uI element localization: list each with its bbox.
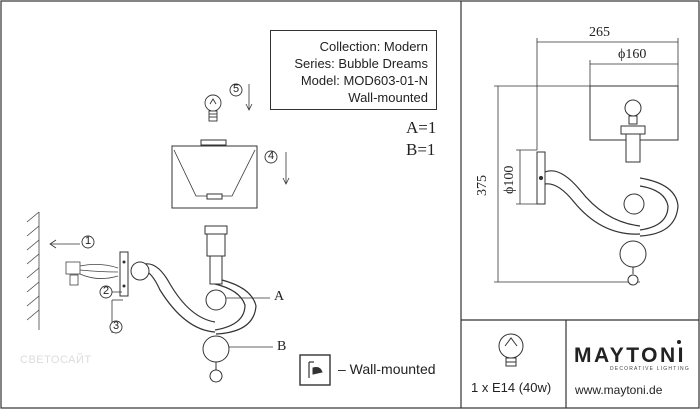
quantity-a: A=1 [406,118,437,137]
quantity-b: B=1 [406,140,436,159]
series-label: Series: Bubble Dreams [294,56,428,71]
step-1: 1 [85,235,92,247]
dim-plate-diameter: ϕ100 [502,165,517,194]
bulb-spec-icon [498,333,524,367]
dim-height: 375 [475,175,490,196]
dimension-lines [494,38,679,283]
part-b-label: B [277,339,287,354]
brand-tagline: DECORATIVE LIGHTING [610,366,690,372]
step-5: 5 [233,83,240,95]
mount-label: Wall-mounted [348,90,428,105]
step-3: 3 [113,320,120,332]
wall-hatch [26,211,40,330]
step-4: 4 [268,150,275,162]
arm-exploded [130,225,257,383]
model-label: Model: MOD603-01-N [300,73,428,88]
step-2: 2 [103,285,110,297]
collection-label: Collection: Modern [319,39,428,54]
bulb-exploded [204,94,222,122]
watermark: СВЕТОСАЙТ [20,354,92,366]
dim-width: 265 [589,25,610,40]
wall-mount-legend-icon [299,354,331,386]
shade-exploded [171,139,258,209]
website: www.maytoni.de [575,383,663,397]
legend-text: – Wall-mounted [338,361,436,377]
bulb-spec: 1 x E14 (40w) [471,380,552,395]
model-info-box: Collection: Modern Series: Bubble Dreams… [270,30,437,110]
brand-logo: MAYTONI [574,344,687,367]
wiring [65,261,119,286]
part-a-label: A [274,289,285,304]
mounting-plate [119,251,129,297]
dim-shade-diameter: ϕ160 [618,47,647,62]
lamp-elevation [536,85,679,286]
